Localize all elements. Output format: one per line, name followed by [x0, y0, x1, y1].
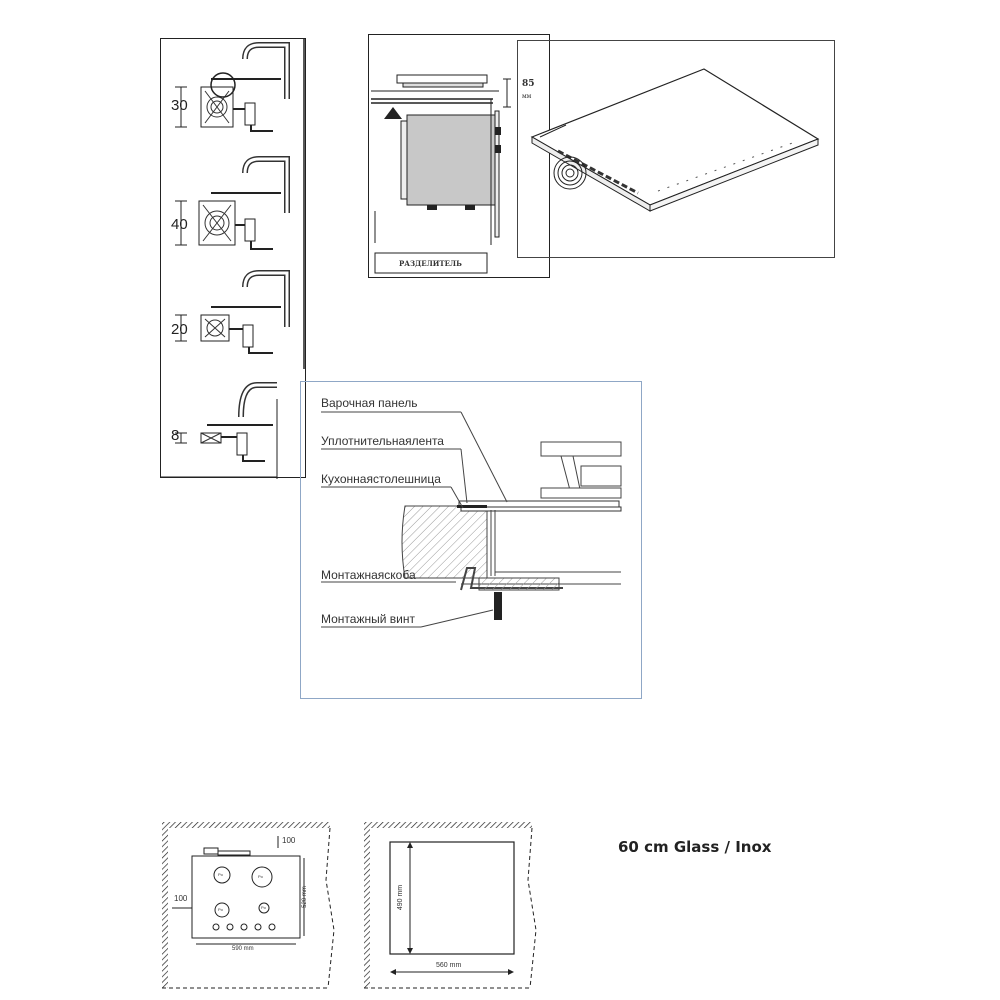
hob-width-dimension: 590 mm: [232, 946, 254, 952]
burner-mark: Po: [218, 907, 223, 912]
dimension-unit: мм: [522, 93, 532, 100]
model-caption: 60 cm Glass / Inox: [618, 838, 772, 856]
cutout-width-dimension: 560 mm: [436, 962, 462, 969]
callout-worktop: Кухоннаястолешница: [321, 472, 441, 486]
bracket-positions-panel: 30 40 20 8: [160, 38, 306, 479]
burner-mark: Po: [258, 874, 263, 879]
hob-clearance-drawing: [162, 822, 335, 989]
cutout-depth-dimension: 490 mm: [397, 884, 405, 911]
callout-seal-tape: Уплотнительнаялента: [321, 434, 444, 448]
cabinet-separator-panel: 85 мм РАЗДЕЛИТЕЛЬ: [368, 34, 550, 278]
cutout-dimensions-drawing: [364, 822, 537, 989]
separator-label: РАЗДЕЛИТЕЛЬ: [399, 259, 462, 268]
position-label: 40: [171, 216, 188, 233]
top-clearance: 100: [282, 836, 296, 845]
hob-isometric-drawing: [530, 68, 820, 212]
position-label: 8: [171, 427, 180, 444]
cross-section-panel: Варочная панель Уплотнительнаялента Кухо…: [300, 381, 642, 699]
cross-section-drawing: [321, 411, 622, 628]
position-label: 30: [171, 97, 188, 114]
callout-bracket: Монтажнаяскоба: [321, 568, 416, 582]
cabinet-drawing: [371, 74, 511, 274]
hob-seal-panel: [517, 40, 835, 258]
hob-depth-dimension: 520 mm: [301, 886, 308, 908]
bracket-positions-drawing: [161, 39, 305, 479]
callout-hob-panel: Варочная панель: [321, 396, 418, 410]
cutout-dimensions-panel: 490 mm 560 mm: [362, 820, 538, 990]
burner-mark: Po: [218, 872, 223, 877]
callout-screw: Монтажный винт: [321, 612, 415, 626]
dimension-value: 85: [522, 79, 535, 89]
burner-mark: Po: [261, 905, 266, 910]
hob-clearance-panel: 100 100 520 mm 590 mm Po Po Po Po: [160, 820, 336, 990]
side-clearance: 100: [174, 894, 188, 903]
position-label: 20: [171, 321, 188, 338]
